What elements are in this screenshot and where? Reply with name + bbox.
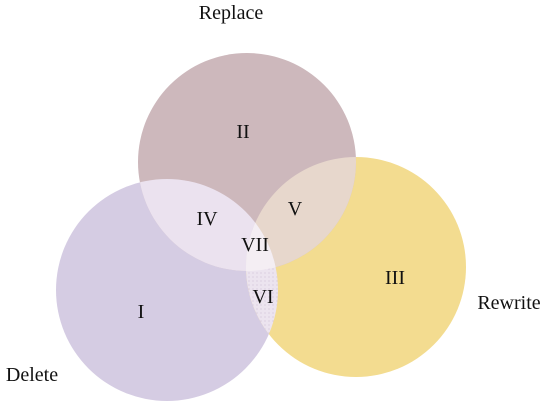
replace-delete-overlap [138, 179, 278, 271]
region-label-delete-only: I [138, 301, 145, 323]
region-label-replace-rewrite: V [288, 198, 303, 220]
replace-set-label: Replace [199, 2, 264, 24]
rewrite-set-label: Rewrite [477, 292, 540, 314]
region-label-replace-only: II [236, 121, 249, 143]
region-label-all-three: VII [241, 234, 269, 256]
region-label-delete-rewrite: VI [252, 286, 273, 308]
replace-rewrite-overlap [246, 157, 356, 271]
delete-set-label: Delete [6, 364, 58, 386]
region-label-replace-delete: IV [196, 208, 218, 230]
region-label-rewrite-only: III [385, 267, 405, 289]
